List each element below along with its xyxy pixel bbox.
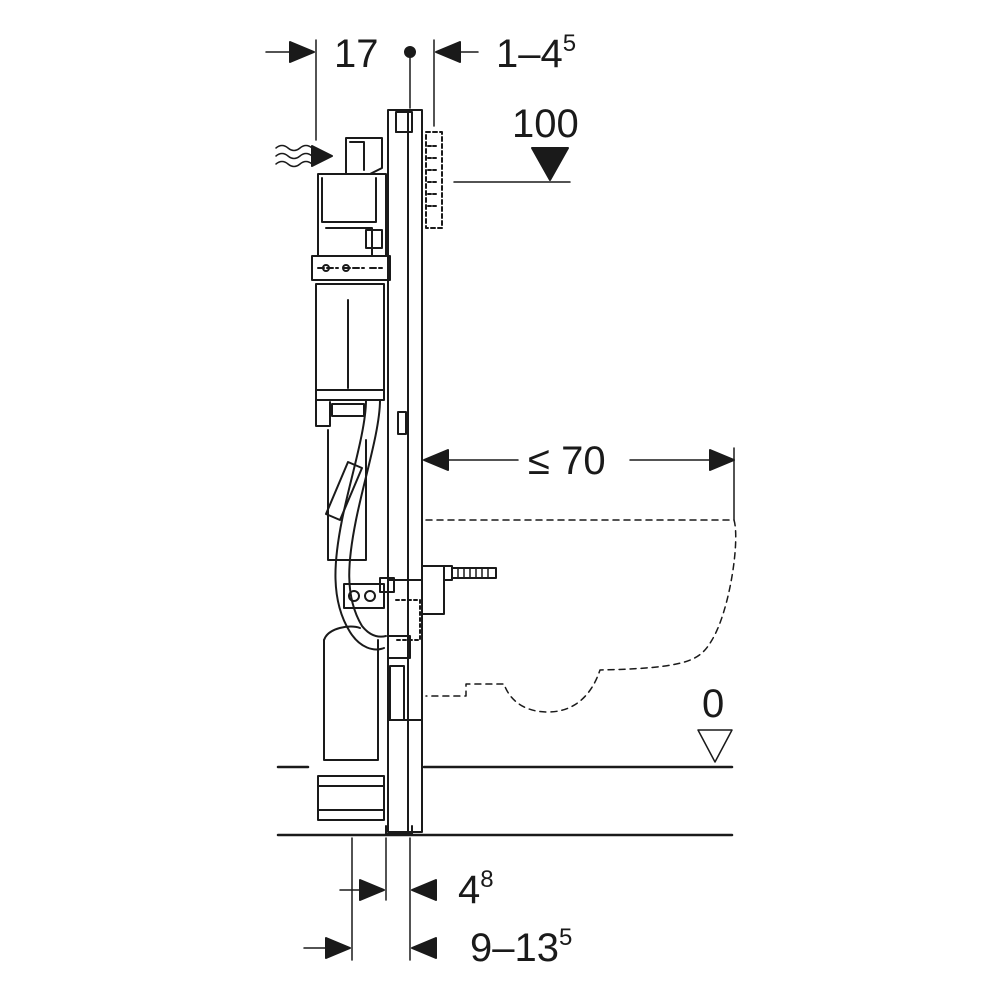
dim-9-13-5-base: 9–13 xyxy=(470,926,559,970)
dim-9-13-5 xyxy=(303,837,437,961)
dim-9-13-5-label: 9–135 xyxy=(470,925,572,970)
level-0-label: 0 xyxy=(702,682,725,726)
dim-bowl-depth xyxy=(423,447,735,521)
dim-4-8-base: 4 xyxy=(458,868,481,912)
level-100-marker xyxy=(453,147,571,183)
level-0-marker xyxy=(697,729,733,763)
level-100-label: 100 xyxy=(512,102,579,146)
wc-bowl xyxy=(425,519,737,713)
dim-4-8-label: 48 xyxy=(458,867,494,912)
dim-9-13-5-sup: 5 xyxy=(558,923,573,951)
connection-module xyxy=(343,577,421,721)
dim-1-4-5-base: 1–4 xyxy=(496,32,563,76)
flush-hose xyxy=(325,399,387,651)
floor-lines xyxy=(276,765,734,837)
dim-4-8 xyxy=(339,837,437,961)
dim-bowl-depth-label: ≤ 70 xyxy=(528,439,606,483)
drain-pipe xyxy=(317,429,385,821)
dim-17 xyxy=(265,39,416,141)
dim-17-label: 17 xyxy=(334,32,379,76)
dim-1-4-5-sup: 5 xyxy=(562,29,577,57)
dim-4-8-sup: 8 xyxy=(480,865,494,893)
cistern xyxy=(311,137,391,427)
water-inlet-arrow xyxy=(275,144,333,168)
frame-column xyxy=(385,109,423,835)
mounting-bolt xyxy=(421,565,497,615)
dim-1-4-5 xyxy=(433,39,479,127)
dim-1-4-5-label: 1–45 xyxy=(496,31,576,76)
actuator-plate xyxy=(425,131,443,229)
frame-slot xyxy=(397,411,407,435)
